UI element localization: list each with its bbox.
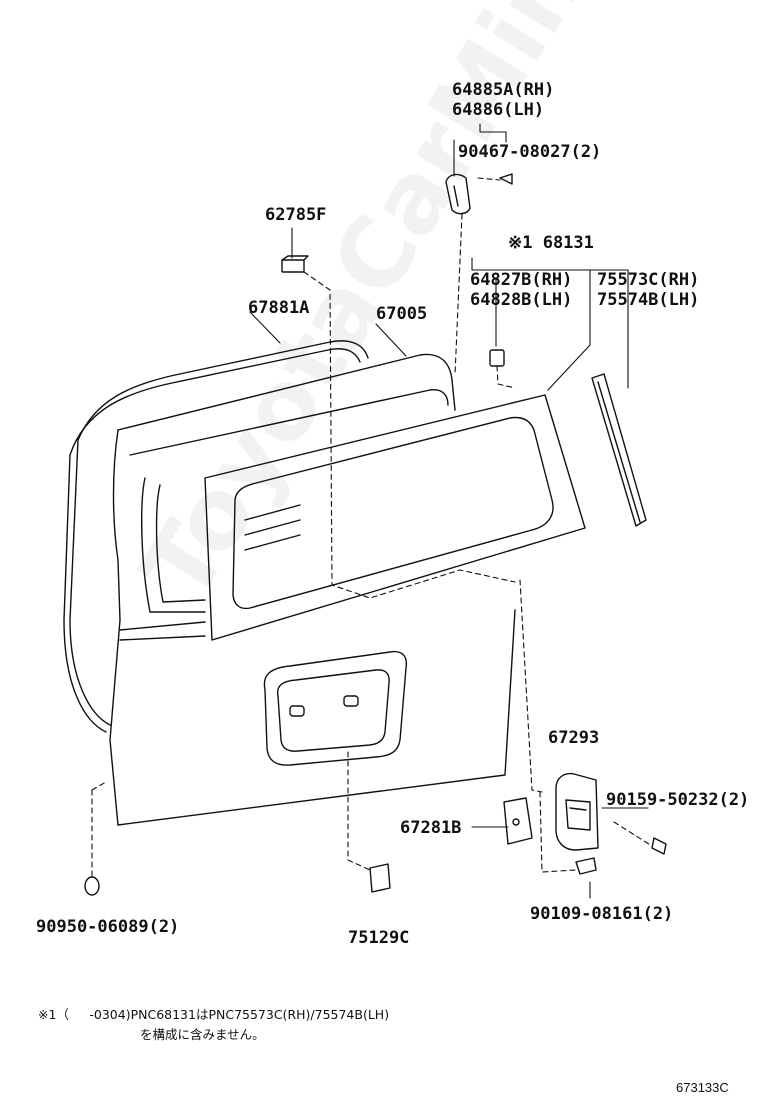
stopper-64827b [489, 349, 505, 367]
label-64828b: 64828B(LH) [470, 290, 573, 310]
plug-90950 [84, 876, 100, 896]
label-75129c: 75129C [348, 928, 410, 948]
leader-lines [249, 123, 649, 899]
label-75574b: 75574B(LH) [597, 290, 700, 310]
back-door-glass-68131 [204, 394, 586, 641]
footnote-line-2: を構成に含みません。 [140, 1027, 265, 1042]
label-75573c: 75573C(RH) [597, 270, 700, 290]
latch-67281b [503, 797, 533, 845]
label-90109: 90109-08161(2) [530, 904, 674, 924]
label-62785f: 62785F [265, 205, 327, 225]
figure-id: 673133C [676, 1080, 729, 1095]
bolt-90159 [651, 837, 667, 855]
license-lamp-75129c [369, 863, 391, 893]
weatherstrip-67881a [63, 340, 369, 733]
label-67281b: 67281B [400, 818, 462, 838]
footnote-line-1: ※1（ -0304)PNC68131はPNC75573C(RH)/75574B(… [38, 1007, 390, 1022]
label-64885a: 64885A(RH) [452, 80, 555, 100]
label-64827b: 64827B(RH) [470, 270, 573, 290]
label-90159: 90159-50232(2) [606, 790, 750, 810]
label-64886: 64886(LH) [452, 100, 545, 120]
garnish-75573c [591, 373, 647, 527]
bolt-90109 [575, 857, 597, 875]
cushion-62785f [281, 255, 309, 273]
label-90467: 90467-08027(2) [458, 142, 602, 162]
dashed-guides [91, 177, 653, 877]
label-68131: ※1 68131 [508, 233, 594, 253]
lock-67293 [555, 772, 599, 851]
label-90950: 90950-06089(2) [36, 917, 180, 937]
hinge-64885a [445, 173, 513, 215]
back-door-panel-67005 [109, 353, 516, 826]
label-67293: 67293 [548, 728, 600, 748]
label-67881a: 67881A [248, 298, 310, 318]
label-67005: 67005 [376, 304, 428, 324]
